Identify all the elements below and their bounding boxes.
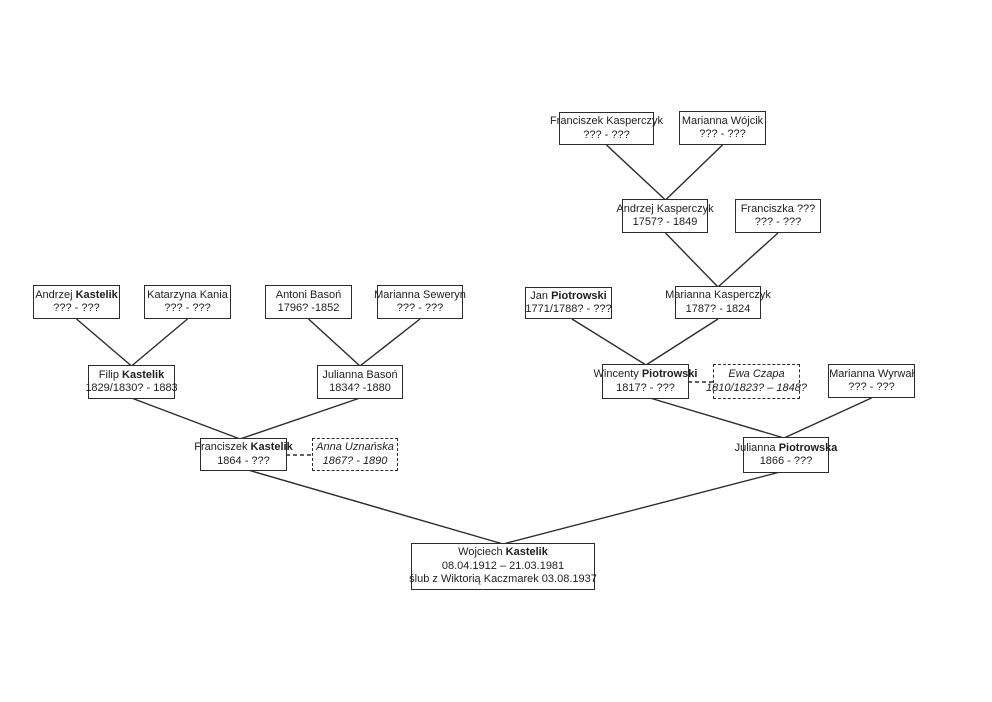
- person-name: Wojciech Kastelik: [458, 546, 548, 559]
- person-box-julianna-bason: Julianna Basoń 1834? -1880: [317, 365, 403, 399]
- person-name: Franciszek Kastelik: [194, 441, 293, 453]
- person-box-marianna-wojcik: Marianna Wójcik ??? - ???: [679, 111, 766, 145]
- person-name: Julianna Piotrowska: [734, 441, 838, 454]
- person-dates: 1810/1823? – 1848?: [706, 381, 807, 394]
- person-dates: 1757? - 1849: [632, 216, 698, 228]
- person-dates: 1866 - ???: [759, 455, 813, 467]
- person-dates: ??? - ???: [848, 381, 895, 393]
- person-name: Marianna Wójcik: [681, 114, 764, 127]
- person-name: Marianna Wyrwał: [829, 367, 914, 380]
- person-box-jan-piotrowski: Jan Piotrowski 1771/1788? - ???: [525, 287, 612, 319]
- person-name: Anna Uznańska: [316, 441, 394, 453]
- person-dates: 1771/1788? - ???: [525, 303, 612, 315]
- person-box-franciszka: Franciszka ??? ??? - ???: [735, 199, 821, 233]
- marriage-dashed-connectors: [286, 381, 714, 456]
- person-box-ewa-czapa: Ewa Czapa 1810/1823? – 1848?: [706, 364, 807, 399]
- person-dates: 08.04.1912 – 21.03.1981: [441, 559, 565, 572]
- person-dates: 1864 - ???: [217, 454, 270, 467]
- person-dates: ??? - ???: [754, 216, 802, 228]
- person-name: Andrzej Kasperczyk: [616, 202, 714, 215]
- connector-line: [606, 144, 666, 201]
- person-dates: ??? - ???: [53, 302, 100, 314]
- connector-line: [131, 397, 241, 440]
- person-name: Julianna Basoń: [322, 368, 398, 381]
- connector-line: [645, 318, 719, 366]
- person-dates: 1817? - ???: [616, 381, 675, 394]
- person-name: Katarzyna Kania: [147, 288, 228, 301]
- connector-line: [783, 397, 872, 439]
- connector-line: [649, 397, 785, 439]
- person-dates: ??? - ???: [583, 128, 630, 141]
- connector-line: [239, 397, 361, 440]
- person-name: Ewa Czapa: [728, 368, 785, 380]
- person-name: Marianna Seweryn: [374, 288, 466, 301]
- person-box-filip-kastelik: Filip Kastelik 1829/1830? - 1883: [85, 365, 178, 399]
- connector-line: [247, 469, 504, 545]
- person-box-antoni-bason: Antoni Basoń 1796? -1852: [265, 285, 352, 319]
- person-box-katarzyna-kania: Katarzyna Kania ??? - ???: [144, 285, 231, 319]
- person-box-marianna-wyrwal: Marianna Wyrwał ??? - ???: [828, 364, 915, 398]
- person-dates: 1829/1830? - 1883: [85, 382, 178, 394]
- person-name: Andrzej Kastelik: [35, 288, 118, 301]
- person-dates: 1787? - 1824: [685, 302, 751, 315]
- person-dates: ??? - ???: [699, 128, 746, 140]
- person-box-marianna-seweryn: Marianna Seweryn ??? - ???: [374, 285, 466, 319]
- person-dates: 1834? -1880: [329, 382, 391, 394]
- person-box-andrzej-kastelik: Andrzej Kastelik ??? - ???: [33, 285, 120, 319]
- person-box-anna-uznanska: Anna Uznańska 1867? - 1890: [312, 438, 398, 471]
- person-name: Antoni Basoń: [275, 288, 342, 301]
- person-box-marianna-kasperczyk: Marianna Kasperczyk 1787? - 1824: [665, 286, 771, 319]
- connector-line: [131, 318, 188, 367]
- connector-line: [664, 232, 719, 288]
- person-name: Marianna Kasperczyk: [665, 289, 771, 301]
- person-name: Filip Kastelik: [98, 368, 165, 381]
- person-box-franciszek-kasperczyk: Franciszek Kasperczyk ??? - ???: [550, 112, 663, 145]
- person-dates: ??? - ???: [164, 302, 211, 314]
- person-name: Franciszek Kasperczyk: [549, 115, 664, 127]
- person-marriage-note: ślub z Wiktorią Kaczmarek 03.08.1937: [409, 573, 597, 586]
- connector-line: [665, 144, 723, 201]
- parent-child-connectors: [76, 144, 872, 545]
- connector-line: [571, 318, 647, 366]
- person-dates: ??? - ???: [396, 302, 444, 314]
- person-box-franciszek-kastelik: Franciszek Kastelik 1864 - ???: [194, 438, 293, 471]
- connector-line: [502, 471, 781, 545]
- person-box-wojciech-kastelik: Wojciech Kastelik 08.04.1912 – 21.03.198…: [409, 543, 597, 590]
- connector-line: [359, 318, 421, 367]
- person-dates: 1867? - 1890: [322, 454, 388, 467]
- person-dates: 1796? -1852: [277, 302, 340, 314]
- connector-line: [76, 318, 132, 367]
- person-name: Wincenty Piotrowski: [593, 368, 698, 380]
- person-box-julianna-piotrowska: Julianna Piotrowska 1866 - ???: [735, 437, 837, 473]
- connector-line: [717, 232, 779, 288]
- person-name: Franciszka ???: [740, 202, 816, 215]
- person-name: Jan Piotrowski: [530, 289, 607, 302]
- person-box-wincenty-piotrowski: Wincenty Piotrowski 1817? - ???: [594, 364, 697, 399]
- person-box-andrzej-kasperczyk: Andrzej Kasperczyk 1757? - 1849: [616, 199, 714, 233]
- connector-line: [308, 318, 361, 367]
